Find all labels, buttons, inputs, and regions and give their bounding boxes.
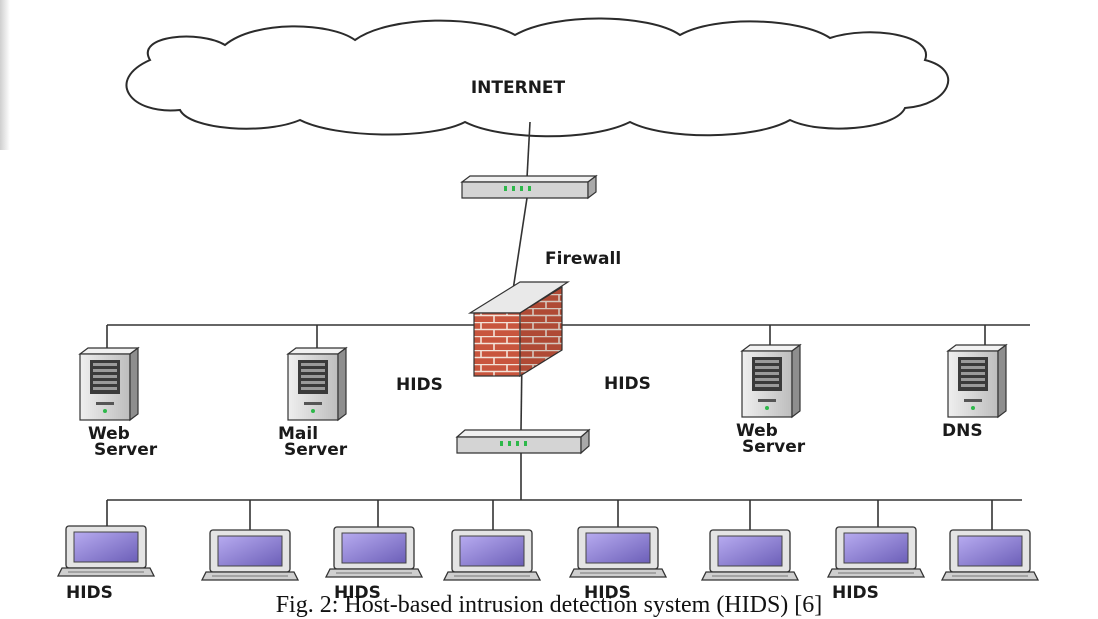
- figure-caption: Fig. 2: Host-based intrusion detection s…: [275, 592, 823, 618]
- internet-label: INTERNET: [471, 78, 566, 98]
- workstation-5: [700, 529, 800, 581]
- workstation-1: [200, 529, 300, 581]
- server-3: DNS: [942, 343, 1008, 441]
- workstation-0: [56, 525, 156, 577]
- workstation-3: [442, 529, 542, 581]
- server-label-line2: Server: [284, 440, 348, 460]
- workstation-4: [568, 526, 668, 578]
- server-label-line1: DNS: [942, 421, 983, 441]
- firewall-label: Firewall: [545, 249, 621, 269]
- server-label-line1: Mail: [278, 424, 318, 444]
- server-label-line2: Server: [742, 437, 806, 457]
- server-label-line2: Server: [94, 440, 158, 460]
- workstation-hids-label: HIDS: [334, 583, 381, 603]
- server-label-line1: Web: [736, 421, 778, 441]
- hids-label-right: HIDS: [604, 374, 651, 394]
- server-label-line1: Web: [88, 424, 130, 444]
- internal-switch: [455, 428, 591, 455]
- workstation-7: [940, 529, 1040, 581]
- workstation-6: [826, 526, 926, 578]
- internet-cloud: INTERNET: [125, 17, 950, 138]
- top-router: [460, 174, 598, 200]
- workstation-hids-label: HIDS: [66, 583, 113, 603]
- firewall: Firewall: [467, 249, 621, 378]
- workstation-hids-label: HIDS: [584, 583, 631, 603]
- left-edge-shadow: [0, 0, 10, 150]
- hids-label-left: HIDS: [396, 375, 443, 395]
- workstation-hids-label: HIDS: [832, 583, 879, 603]
- workstation-2: [324, 526, 424, 578]
- connection-lines: [106, 121, 1030, 530]
